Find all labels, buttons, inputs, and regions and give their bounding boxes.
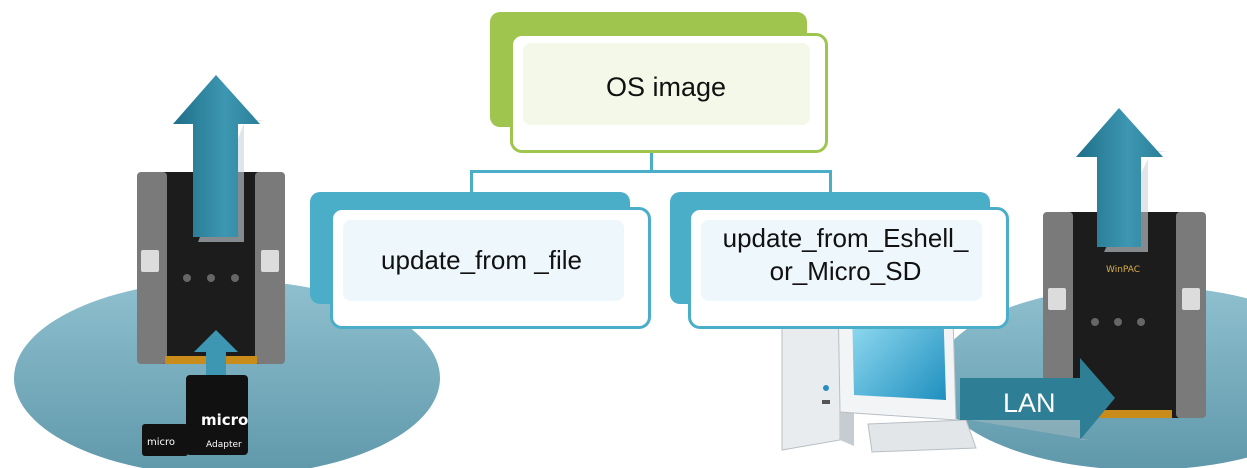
left-base-ellipse bbox=[14, 280, 440, 468]
child-node-right: update_from_Eshell_ or_Micro_SD bbox=[688, 207, 1009, 329]
connector-vertical bbox=[650, 153, 653, 172]
svg-text:Adapter: Adapter bbox=[206, 440, 242, 450]
connector-horizontal bbox=[470, 170, 832, 173]
left-illustration: WinPAC micro Adapter micro bbox=[14, 75, 440, 468]
upload-arrow-icon bbox=[1076, 108, 1168, 252]
root-node-label: OS image bbox=[605, 71, 727, 102]
child-node-right-label: update_from_Eshell_ or_Micro_SD bbox=[722, 222, 969, 286]
child-node-left-label: update_from _file bbox=[381, 245, 582, 276]
small-upload-arrow-icon bbox=[194, 330, 238, 375]
connector-left-drop bbox=[470, 170, 473, 193]
upload-arrow-icon bbox=[173, 75, 265, 242]
connector-right-drop bbox=[829, 170, 832, 193]
root-node: OS image bbox=[510, 33, 828, 153]
svg-text:micro: micro bbox=[201, 411, 248, 429]
micro-sd-icon: micro Adapter micro bbox=[142, 375, 248, 456]
child-node-left: update_from _file bbox=[330, 207, 651, 329]
svg-text:micro: micro bbox=[147, 437, 175, 448]
device-icon: WinPAC bbox=[137, 172, 285, 364]
lan-arrow-icon bbox=[960, 358, 1115, 440]
right-illustration: WinPAC bbox=[781, 108, 1247, 468]
svg-text:WinPAC: WinPAC bbox=[1106, 265, 1140, 275]
lan-label: LAN bbox=[1003, 388, 1056, 418]
